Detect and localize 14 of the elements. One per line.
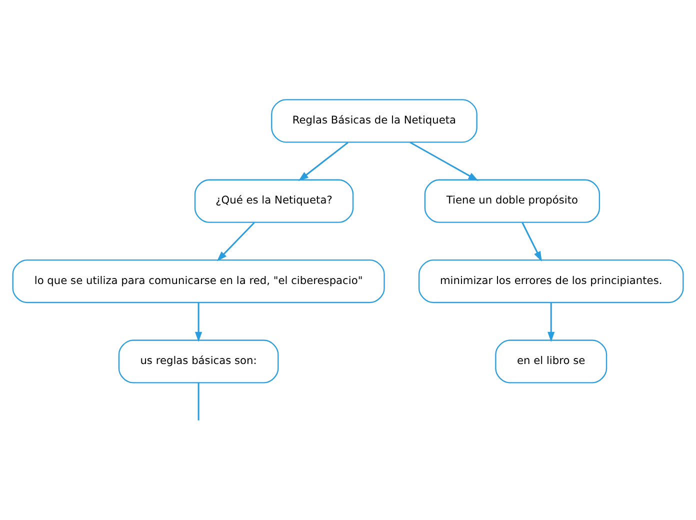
- connector: [198, 382, 200, 420]
- arrow: [194, 302, 202, 342]
- node-box: us reglas básicas son:: [118, 339, 279, 383]
- node-box: en el libro se: [495, 339, 608, 383]
- node-box: lo que se utiliza para comunicarse en la red, "el ciberespacio": [12, 258, 385, 303]
- node-box: minimizar los errores de los principiantes.: [418, 258, 684, 303]
- arrow: [216, 222, 255, 261]
- node-box: Reglas Básicas de la Netiqueta: [271, 98, 478, 142]
- node-box: Tiene un doble propósito: [424, 178, 600, 222]
- arrow: [548, 302, 555, 342]
- arrow: [522, 222, 542, 262]
- arrow: [298, 141, 348, 181]
- node-box: ¿Qué es la Netiqueta?: [194, 178, 354, 222]
- arrow: [410, 141, 479, 180]
